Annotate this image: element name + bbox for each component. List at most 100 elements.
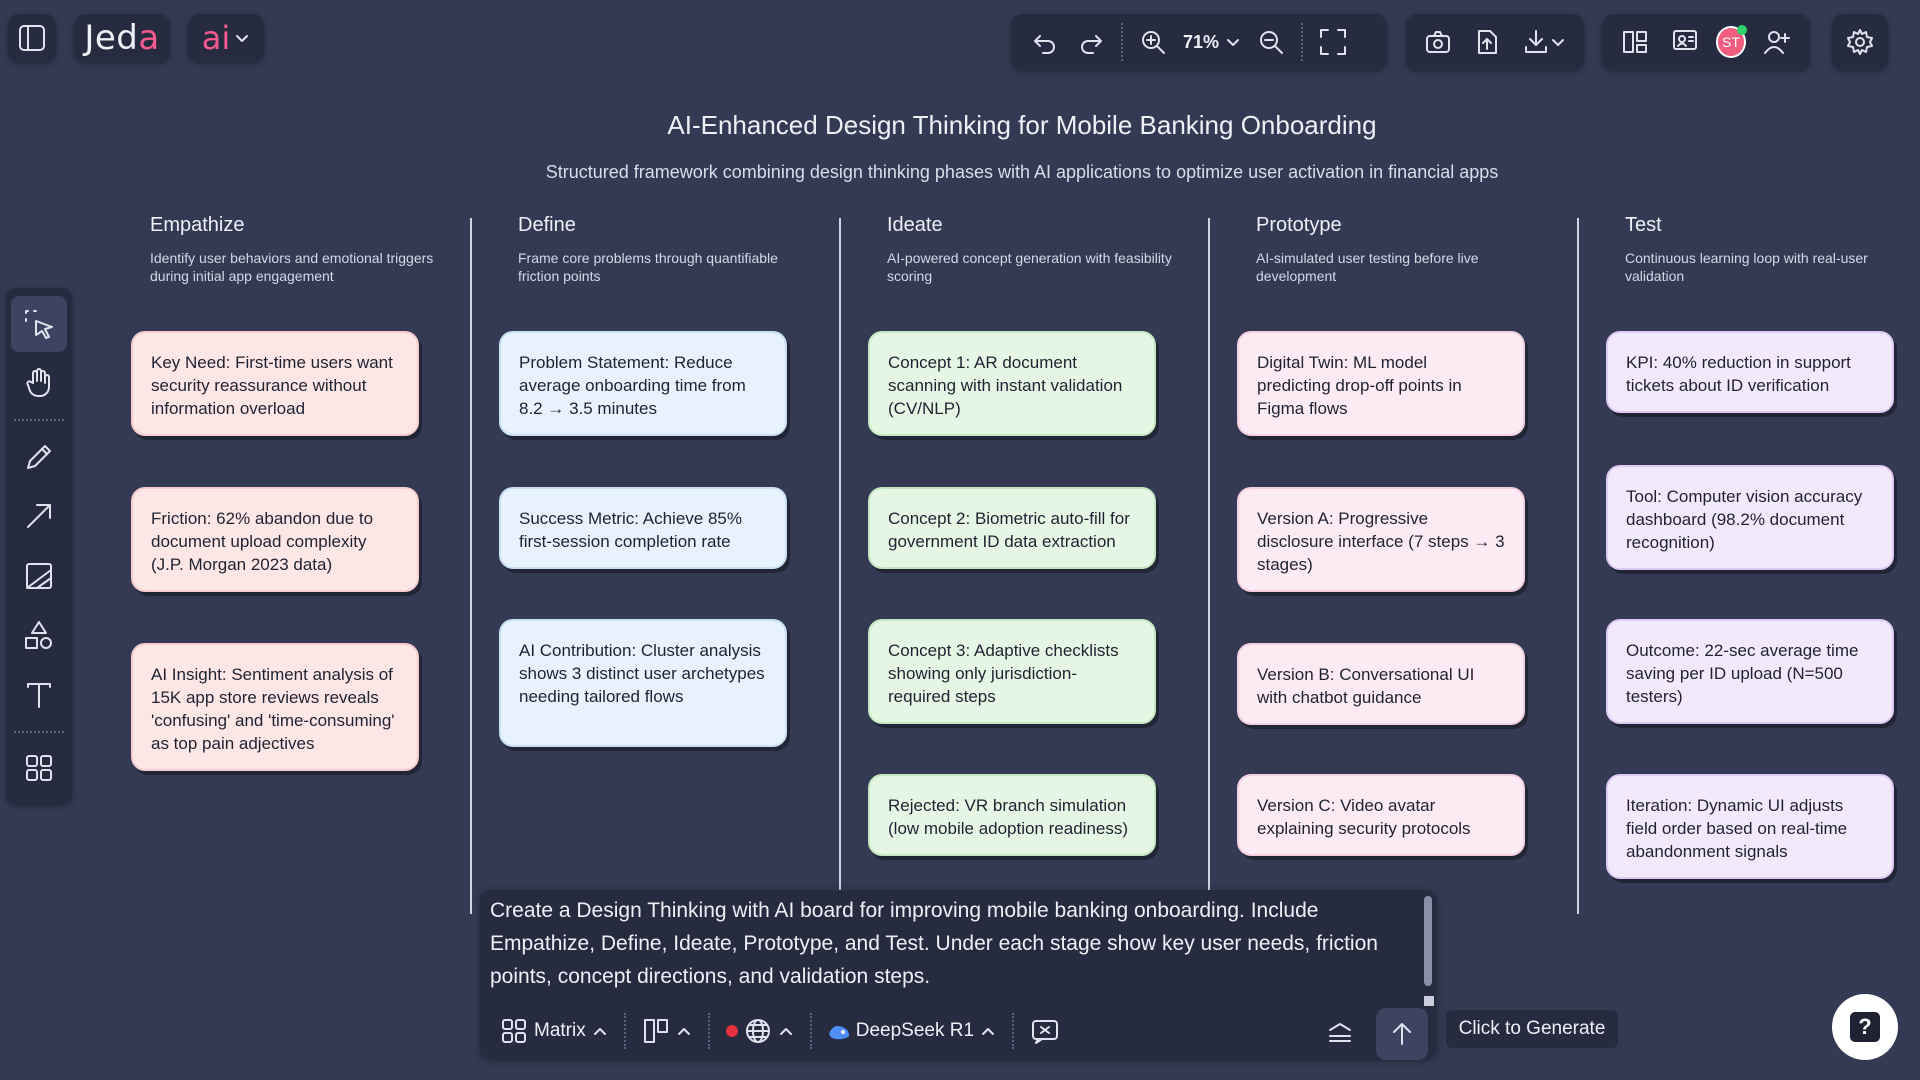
- undo-button[interactable]: [1025, 22, 1065, 62]
- sticky-note[interactable]: Version B: Conversational UI with chatbo…: [1237, 643, 1525, 725]
- history-zoom-toolbar: 71%: [1011, 14, 1387, 70]
- layout-panel-button[interactable]: [1616, 22, 1654, 62]
- chevron-up-icon: [778, 1023, 794, 1039]
- sticky-note[interactable]: AI Insight: Sentiment analysis of 15K ap…: [131, 643, 419, 771]
- sidebar-toggle-button[interactable]: [8, 14, 56, 62]
- sticky-note[interactable]: Iteration: Dynamic UI adjusts field orde…: [1606, 774, 1894, 879]
- prompt-scrollbar[interactable]: [1424, 896, 1432, 986]
- select-tool-button[interactable]: [11, 296, 67, 352]
- presentation-button[interactable]: [1666, 22, 1704, 62]
- toolbar-divider: [14, 730, 64, 733]
- download-menu-button[interactable]: [1517, 22, 1572, 62]
- stage-description: Identify user behaviors and emotional tr…: [150, 250, 434, 284]
- toolbar-divider: [623, 1013, 626, 1049]
- stage-description: AI-powered concept generation with feasi…: [887, 250, 1172, 284]
- text-tool-button[interactable]: [11, 667, 67, 723]
- chevron-down-icon: [1550, 34, 1566, 50]
- settings-button[interactable]: [1832, 14, 1888, 70]
- redo-button[interactable]: [1071, 22, 1111, 62]
- layers-icon[interactable]: [1326, 1018, 1354, 1046]
- stage-description: Frame core problems through quantifiable…: [518, 250, 778, 284]
- sticky-note[interactable]: Success Metric: Achieve 85% first-sessio…: [499, 487, 787, 569]
- sticky-note[interactable]: Version A: Progressive disclosure interf…: [1237, 487, 1525, 592]
- chat-window-icon: [1030, 1016, 1060, 1046]
- toolbar-divider: [14, 419, 64, 421]
- sticky-note[interactable]: Outcome: 22-sec average time saving per …: [1606, 619, 1894, 724]
- toolbar-divider: [1012, 1013, 1015, 1049]
- board-subtitle: Structured framework combining design th…: [545, 162, 1499, 182]
- chevron-down-icon: [234, 30, 250, 46]
- sticky-note[interactable]: Problem Statement: Reduce average onboar…: [499, 331, 787, 436]
- ai-prompt-panel: Create a Design Thinking with AI board f…: [480, 890, 1436, 1060]
- fullscreen-icon: [1318, 27, 1348, 57]
- sticky-note[interactable]: Version C: Video avatar explaining secur…: [1237, 774, 1525, 856]
- shapes-icon: [23, 619, 55, 651]
- frame-selector[interactable]: [634, 1017, 700, 1045]
- sticky-note[interactable]: Tool: Computer vision accuracy dashboard…: [1606, 465, 1894, 570]
- sticky-note[interactable]: Friction: 62% abandon due to document up…: [131, 487, 419, 592]
- sticky-note[interactable]: Key Need: First-time users want security…: [131, 331, 419, 436]
- web-search-selector[interactable]: [718, 1017, 802, 1045]
- chat-history-button[interactable]: [1022, 1016, 1068, 1046]
- user-avatar[interactable]: ST: [1715, 25, 1748, 58]
- templates-tool-button[interactable]: [11, 741, 67, 797]
- invite-user-button[interactable]: [1758, 22, 1796, 62]
- board-title: AI-Enhanced Design Thinking for Mobile B…: [667, 110, 1377, 140]
- add-user-icon: [1763, 28, 1791, 56]
- model-selector[interactable]: DeepSeek R1: [820, 1020, 1004, 1042]
- layout-panels-icon: [642, 1017, 670, 1045]
- image-icon: [23, 560, 55, 592]
- help-button[interactable]: ?: [1832, 994, 1898, 1060]
- sticky-note[interactable]: Concept 2: Biometric auto-fill for gover…: [868, 487, 1156, 569]
- sticky-note[interactable]: AI Contribution: Cluster analysis shows …: [499, 619, 787, 747]
- online-status-dot: [1737, 25, 1748, 35]
- file-upload-icon: [1473, 28, 1501, 56]
- upload-button[interactable]: [1467, 22, 1506, 62]
- pan-tool-button[interactable]: [11, 356, 67, 412]
- layout-columns-icon: [1621, 28, 1649, 56]
- layout-selector[interactable]: Matrix: [492, 1017, 616, 1045]
- gear-icon: [1846, 28, 1874, 56]
- stage-title: Ideate: [887, 214, 943, 236]
- image-tool-button[interactable]: [11, 548, 67, 604]
- pen-tool-button[interactable]: [11, 429, 67, 485]
- stage-prototype-header: Prototype AI-simulated user testing befo…: [1236, 214, 1576, 285]
- ai-menu-button[interactable]: ai: [188, 14, 264, 62]
- sticky-note[interactable]: Concept 3: Adaptive checklists showing o…: [868, 619, 1156, 724]
- toolbar-divider: [809, 1013, 812, 1049]
- zoom-out-button[interactable]: [1251, 22, 1291, 62]
- deepseek-whale-icon: [828, 1020, 850, 1042]
- model-label: DeepSeek R1: [855, 1020, 975, 1041]
- stage-title: Test: [1625, 214, 1662, 236]
- ai-label: ai: [201, 19, 231, 57]
- column-divider: [1208, 218, 1210, 914]
- stage-test-header: Test Continuous learning loop with real-…: [1605, 214, 1920, 285]
- zoom-in-icon: [1139, 28, 1167, 56]
- presentation-icon: [1671, 28, 1699, 56]
- prompt-input[interactable]: Create a Design Thinking with AI board f…: [490, 899, 1378, 988]
- user-initials: ST: [1721, 34, 1740, 50]
- sticky-note[interactable]: Rejected: VR branch simulation (low mobi…: [868, 774, 1156, 856]
- sticky-note[interactable]: Digital Twin: ML model predicting drop-o…: [1237, 331, 1525, 436]
- sticky-note[interactable]: KPI: 40% reduction in support tickets ab…: [1606, 331, 1894, 413]
- chevron-up-icon: [592, 1023, 608, 1039]
- arrow-tool-button[interactable]: [11, 489, 67, 545]
- zoom-in-button[interactable]: [1133, 22, 1173, 62]
- logo-accent-text: a: [138, 18, 160, 58]
- sticky-note[interactable]: Concept 1: AR document scanning with ins…: [868, 331, 1156, 436]
- stage-title: Prototype: [1256, 214, 1342, 236]
- generate-tooltip: Click to Generate: [1446, 1010, 1618, 1048]
- zoom-level-dropdown[interactable]: 71%: [1179, 32, 1245, 53]
- help-icon: ?: [1850, 1012, 1880, 1042]
- fit-screen-button[interactable]: [1313, 22, 1353, 62]
- screenshot-button[interactable]: [1418, 22, 1457, 62]
- shapes-tool-button[interactable]: [11, 608, 67, 664]
- grid-icon: [23, 752, 55, 784]
- stage-description: AI-simulated user testing before live de…: [1256, 250, 1479, 284]
- chevron-down-icon: [1225, 34, 1241, 50]
- resize-handle[interactable]: [1424, 996, 1434, 1006]
- generate-button[interactable]: [1376, 1008, 1428, 1060]
- globe-icon: [744, 1017, 772, 1045]
- toolbar-divider: [1121, 23, 1123, 61]
